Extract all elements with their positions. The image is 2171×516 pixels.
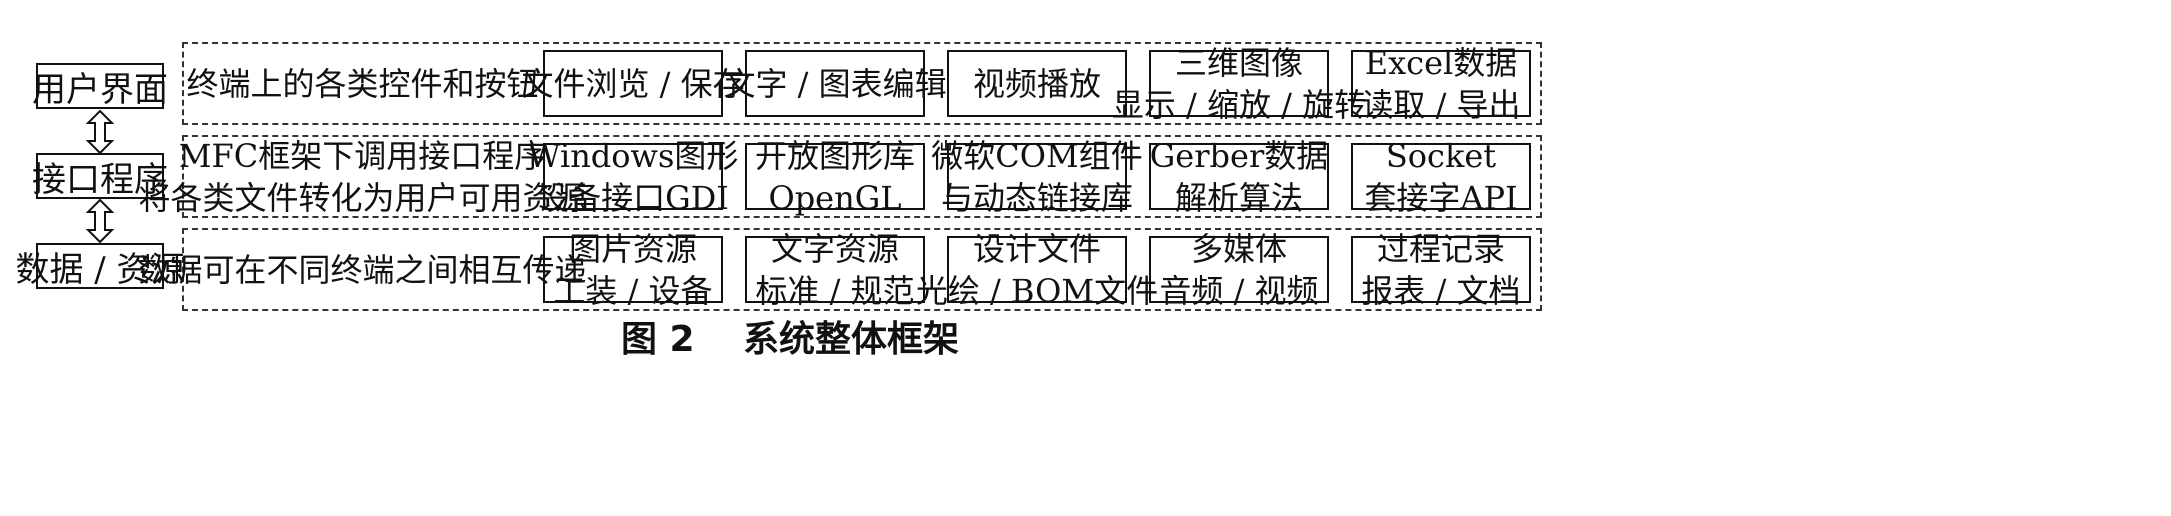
component-box: 三维图像显示 / 缩放 / 旋转 bbox=[1111, 43, 1367, 124]
layer-label-data: 数据 / 资源 bbox=[15, 243, 185, 290]
layer-label-ui: 用户界面 bbox=[32, 63, 168, 110]
row-container-ui bbox=[182, 42, 1542, 125]
row-container-interface bbox=[182, 135, 1542, 218]
component-box: 多媒体音频 / 视频 bbox=[1149, 230, 1329, 310]
double-arrow-icon bbox=[86, 110, 114, 154]
row-description: 终端上的各类控件和按钮 bbox=[186, 65, 539, 103]
row-description: MFC框架下调用接口程序 将各类文件转化为用户可用资源 bbox=[138, 137, 587, 217]
component-box: 图片资源工装 / 设备 bbox=[543, 230, 723, 310]
component-box: Gerber数据解析算法 bbox=[1149, 136, 1329, 217]
component-box: Excel数据读取 / 导出 bbox=[1351, 44, 1531, 124]
component-box: 微软COM组件与动态链接库 bbox=[931, 136, 1143, 217]
component-box: 文件浏览 / 保存 bbox=[521, 50, 745, 117]
double-arrow-icon bbox=[86, 199, 114, 243]
row-description: 数据可在不同终端之间相互传递 bbox=[138, 251, 587, 289]
row-container-data bbox=[182, 228, 1542, 311]
figure-caption: 图 2 系统整体框架 bbox=[620, 319, 960, 360]
component-box: 文字 / 图表编辑 bbox=[723, 50, 947, 117]
component-box: 设计文件光绘 / BOM文件 bbox=[915, 229, 1159, 310]
component-box: 视频播放 bbox=[947, 50, 1127, 117]
component-box: Windows图形设备接口GDI bbox=[527, 136, 739, 217]
layer-label-interface: 接口程序 bbox=[32, 153, 168, 200]
component-box: 过程记录报表 / 文档 bbox=[1351, 230, 1531, 310]
component-box: 文字资源标准 / 规范 bbox=[745, 230, 925, 310]
